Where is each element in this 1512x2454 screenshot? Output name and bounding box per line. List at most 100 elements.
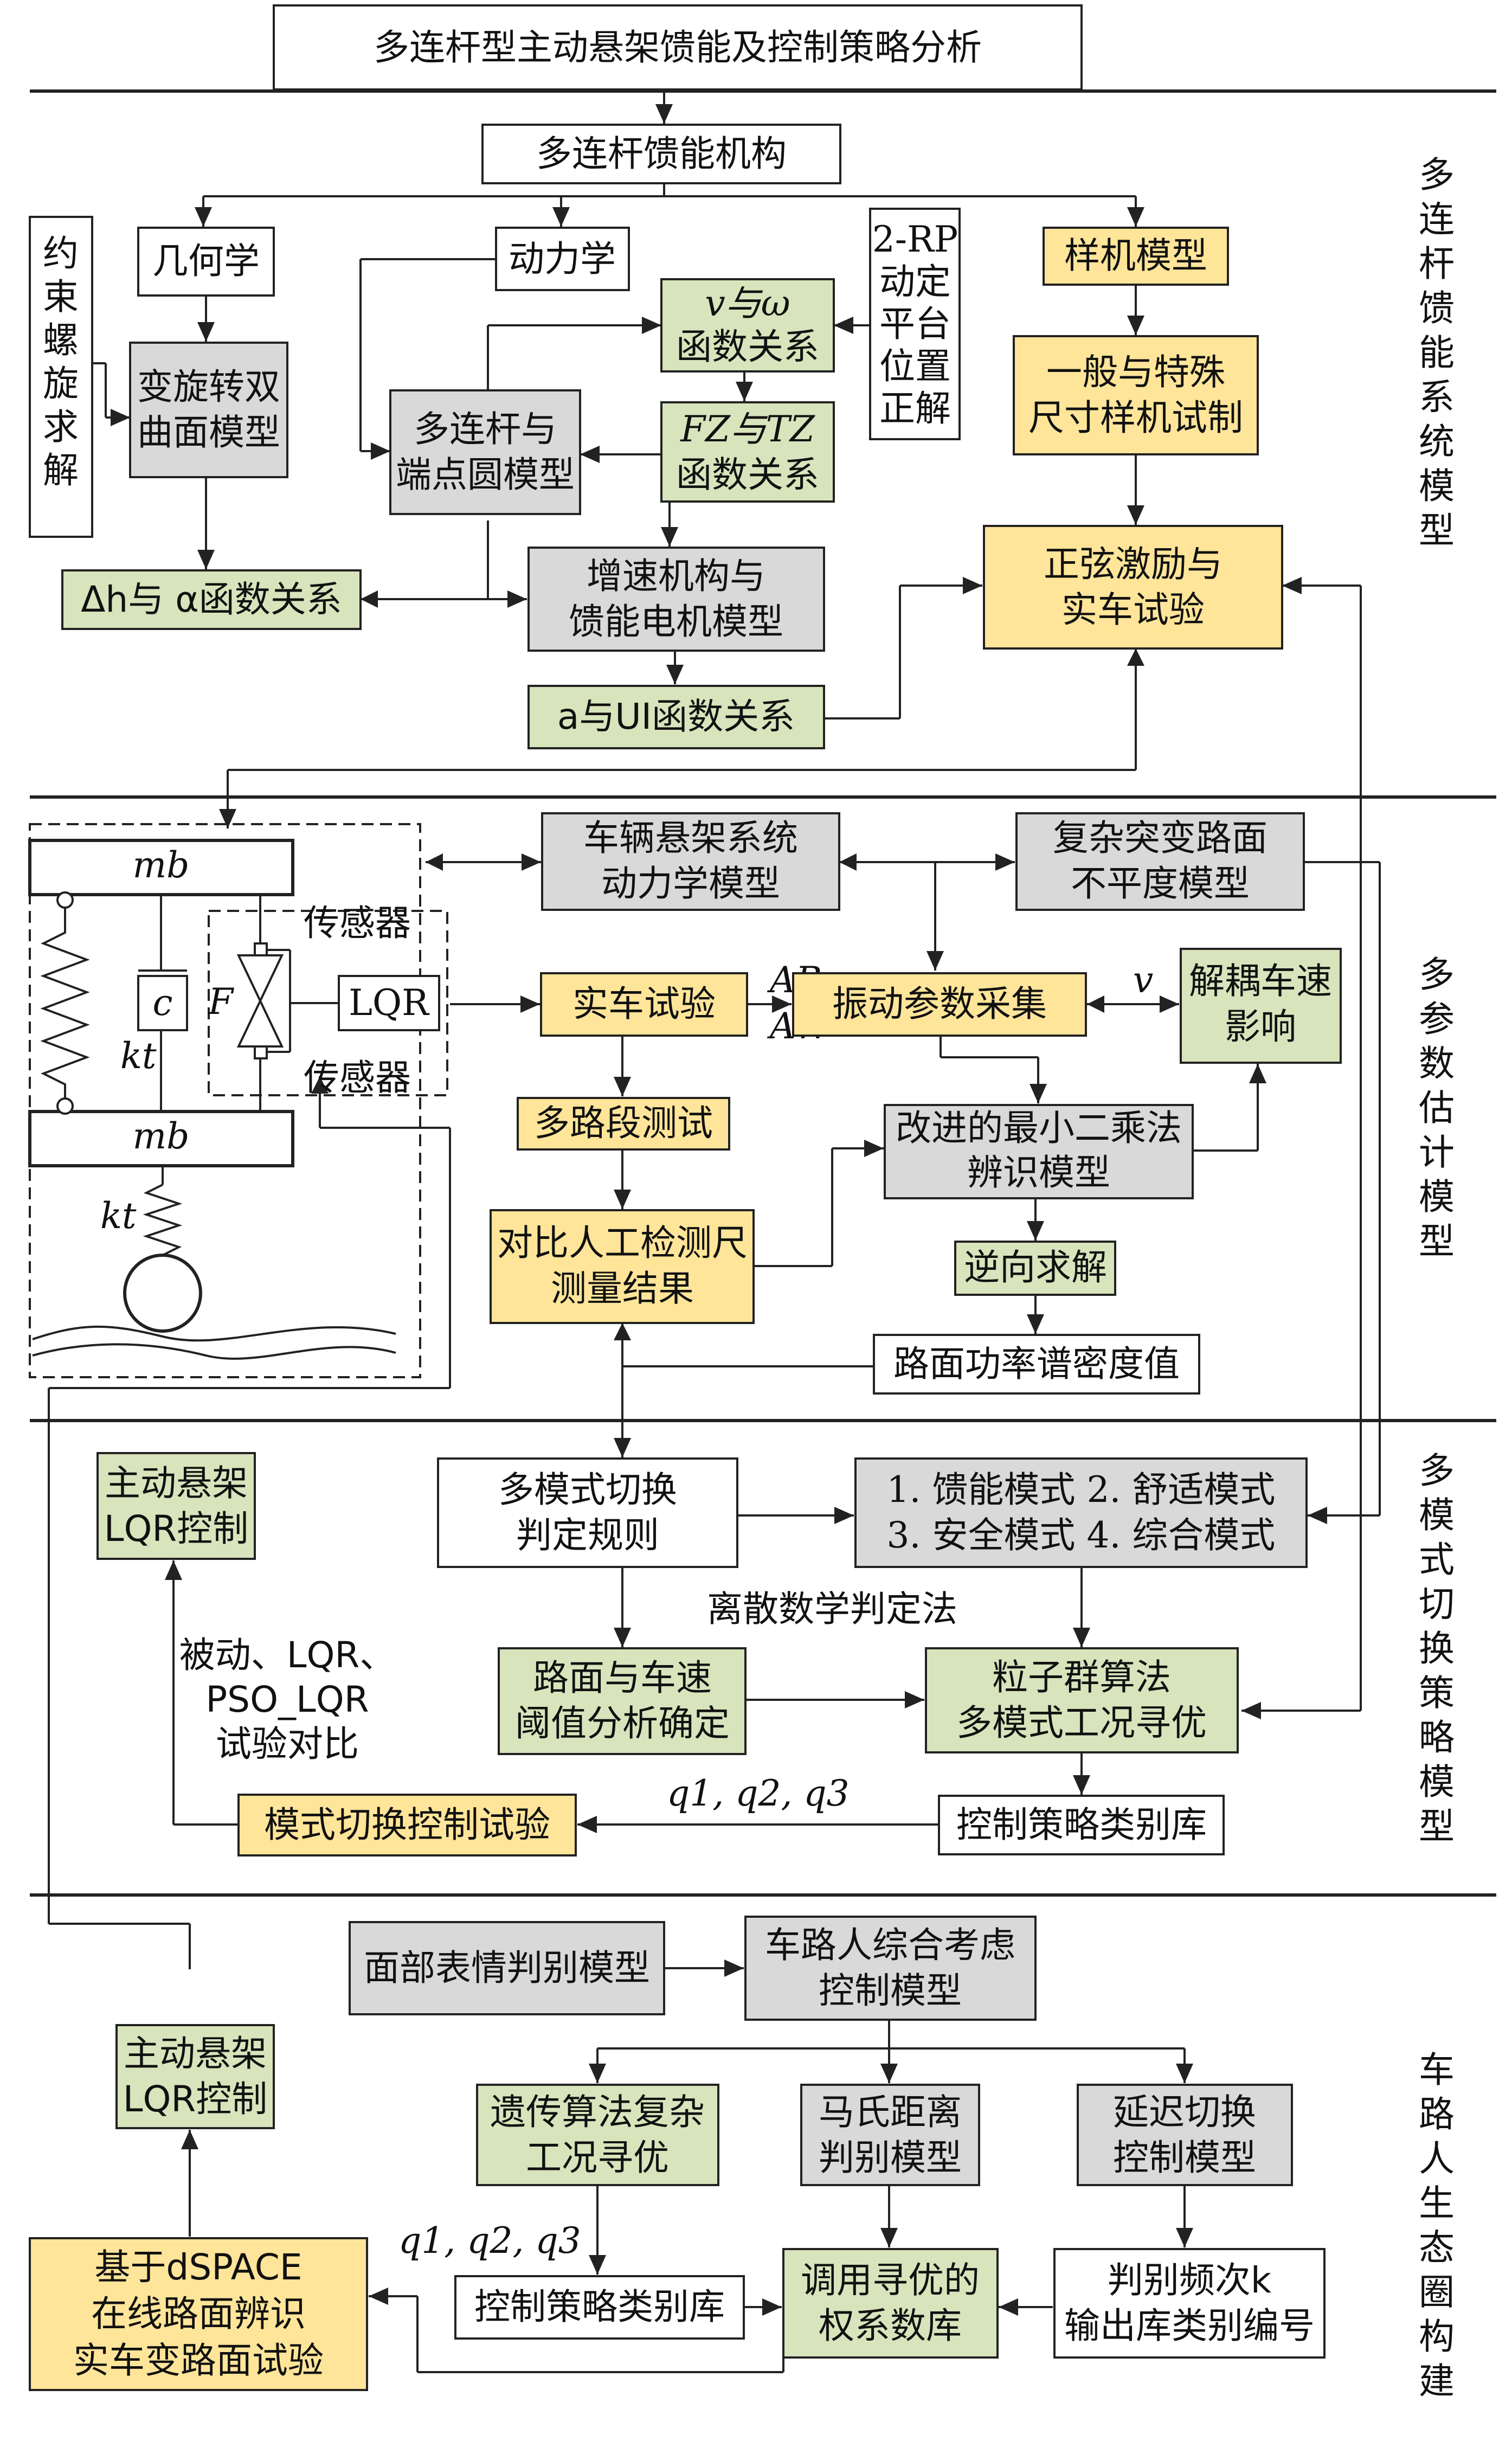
dynamics-label: 动力学 bbox=[509, 238, 616, 280]
text-line: 车路人综合考虑 bbox=[765, 1924, 1015, 1966]
section-label-1: 多连杆馈能系统模型 bbox=[1419, 154, 1455, 551]
tire-spring bbox=[143, 1184, 183, 1258]
threshold-label: 路面与车速阈值分析确定 bbox=[515, 1657, 730, 1744]
text-line: 位置 bbox=[879, 345, 951, 387]
text-line: 3. 安全模式 4. 综合模式 bbox=[887, 1514, 1276, 1556]
face-model-label: 面部表情判别模型 bbox=[364, 1947, 650, 1989]
text-line: 变旋转双 bbox=[137, 366, 280, 408]
weights-library-label: 调用寻优的权系数库 bbox=[801, 2259, 980, 2347]
text-line: 遗传算法复杂 bbox=[490, 2091, 705, 2133]
vertical-char: 多 bbox=[1419, 154, 1455, 196]
text-line: 试验对比 bbox=[216, 1723, 359, 1765]
vertical-char: 态 bbox=[1419, 2227, 1455, 2269]
vertical-char: 数 bbox=[1419, 1043, 1455, 1084]
constraint-label: 约束螺旋求解 bbox=[43, 233, 79, 491]
s4-connectors bbox=[181, 1960, 1193, 2373]
decouple-label: 解耦车速影响 bbox=[1189, 960, 1332, 1048]
vertical-char: 换 bbox=[1419, 1628, 1455, 1669]
text-line: 测量结果 bbox=[551, 1268, 694, 1309]
text-line: 延迟切换 bbox=[1113, 2091, 1256, 2133]
prototype-trial-label: 一般与特殊尺寸样机试制 bbox=[1028, 351, 1243, 439]
text-line: 判定规则 bbox=[516, 1514, 659, 1556]
strategy-library-box-s4: 控制策略类别库 bbox=[454, 2275, 745, 2340]
section-label-3: 多模式切换策略模型 bbox=[1419, 1450, 1455, 1847]
strategy-library-label-s3: 控制策略类别库 bbox=[956, 1804, 1207, 1846]
aui-relation-label: a与UI函数关系 bbox=[557, 696, 795, 737]
aui-relation-box: a与UI函数关系 bbox=[527, 685, 825, 749]
text-line: 实车试验 bbox=[1061, 589, 1205, 631]
vertical-char: 生 bbox=[1419, 2182, 1455, 2224]
s2-connectors bbox=[48, 853, 1381, 1969]
text-line: 一般与特殊 bbox=[1046, 351, 1225, 393]
vertical-char: 杆 bbox=[1419, 243, 1455, 285]
strategy-library-label-s4: 控制策略类别库 bbox=[474, 2286, 725, 2328]
face-model-box: 面部表情判别模型 bbox=[349, 1921, 665, 2015]
vertical-char: 多 bbox=[1419, 954, 1455, 995]
vrp-model-box: 车路人综合考虑控制模型 bbox=[744, 1916, 1037, 2021]
discrete-math-label: 离散数学判定法 bbox=[707, 1588, 957, 1630]
text-line: 曲面模型 bbox=[137, 412, 280, 453]
text-line: Δh与 α函数关系 bbox=[81, 579, 342, 620]
q-weights-label-s3: q1, q2, q3 bbox=[667, 1772, 850, 1814]
inverse-solve-box: 逆向求解 bbox=[954, 1241, 1116, 1296]
field-test-label: 实车试验 bbox=[572, 983, 716, 1025]
vertical-char: 式 bbox=[1419, 1539, 1455, 1581]
mechanism-label: 多连杆馈能机构 bbox=[536, 133, 787, 175]
q-weights-label-s4: q1, q2, q3 bbox=[398, 2220, 581, 2262]
pso-box: 粒子群算法多模式工况寻优 bbox=[925, 1647, 1239, 1753]
vertical-char: 路 bbox=[1419, 2093, 1455, 2135]
text-line: 1. 馈能模式 2. 舒适模式 bbox=[887, 1469, 1276, 1511]
surface-model-box: 变旋转双曲面模型 bbox=[129, 342, 288, 478]
vertical-char: 型 bbox=[1419, 1806, 1455, 1847]
s3-connectors bbox=[165, 1507, 1090, 1833]
vertical-char: 略 bbox=[1419, 1717, 1455, 1758]
text-line: 面部表情判别模型 bbox=[364, 1947, 650, 1989]
text-line: 路面与车速 bbox=[533, 1657, 712, 1699]
tire-stiffness-label: kt bbox=[100, 1195, 137, 1237]
text-line: 复杂突变路面 bbox=[1053, 817, 1267, 859]
text-line: 判别频次k bbox=[1108, 2259, 1272, 2301]
mahalanobis-box: 马氏距离判别模型 bbox=[800, 2084, 980, 2186]
text-line: 被动、LQR、 bbox=[179, 1634, 396, 1676]
vertical-char: 模 bbox=[1419, 1494, 1455, 1536]
text-line: 改进的最小二乘法 bbox=[896, 1107, 1182, 1149]
text-line: 动力学模型 bbox=[601, 863, 780, 904]
multiroad-test-box: 多路段测试 bbox=[517, 1097, 730, 1151]
vertical-char: 解 bbox=[43, 449, 79, 491]
text-line: 基于dSPACE bbox=[94, 2246, 302, 2288]
strategy-library-box-s3: 控制策略类别库 bbox=[938, 1795, 1225, 1855]
vertical-char: 模 bbox=[1419, 465, 1455, 507]
text-line: 车辆悬架系统 bbox=[583, 817, 798, 859]
text-line: 平台 bbox=[879, 303, 951, 345]
vertical-char: 统 bbox=[1419, 421, 1455, 462]
linkage-model-label: 多连杆与端点圆模型 bbox=[396, 408, 575, 496]
vertical-char: 策 bbox=[1419, 1672, 1455, 1714]
ga-label: 遗传算法复杂工况寻优 bbox=[490, 2091, 705, 2179]
surface-model-label: 变旋转双曲面模型 bbox=[137, 366, 280, 453]
dh-relation-box: Δh与 α函数关系 bbox=[61, 569, 362, 630]
text-line: 实车变路面试验 bbox=[73, 2340, 324, 2381]
diagram-title: 多连杆型主动悬架馈能及控制策略分析 bbox=[374, 27, 982, 68]
lsq-model-box: 改进的最小二乘法辨识模型 bbox=[884, 1104, 1194, 1199]
threshold-box: 路面与车速阈值分析确定 bbox=[498, 1647, 747, 1755]
speed-label: v bbox=[1133, 959, 1153, 1001]
text-line: 多模式工况寻优 bbox=[956, 1702, 1207, 1744]
vertical-char: 模 bbox=[1419, 1176, 1455, 1218]
text-line: 2-RP bbox=[872, 219, 958, 260]
delay-switch-label: 延迟切换控制模型 bbox=[1113, 2091, 1256, 2179]
vertical-char: 型 bbox=[1419, 510, 1455, 551]
text-line: 对比人工检测尺 bbox=[497, 1222, 748, 1264]
constraint-box: 约束螺旋求解 bbox=[29, 216, 93, 538]
damper bbox=[137, 975, 188, 1031]
